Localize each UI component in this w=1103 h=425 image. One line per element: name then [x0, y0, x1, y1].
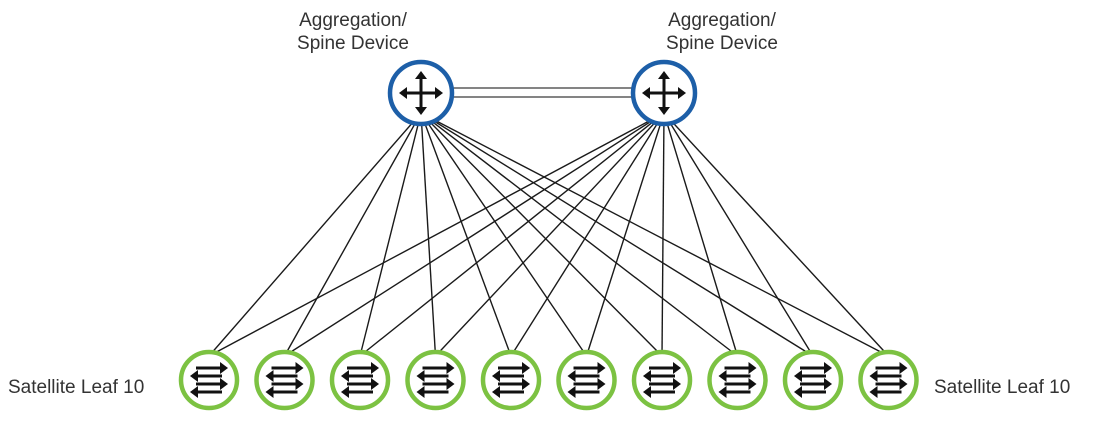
spine-interconnect-link: [451, 87, 634, 98]
uplink-leaf-5-spine-1: [420, 112, 512, 357]
spine-label-left-line2: Spine Device: [297, 33, 409, 54]
switch-arrows-icon: [718, 362, 757, 398]
uplink-leaf-8-spine-1: [420, 112, 738, 357]
spine-label-right-line2: Spine Device: [666, 33, 778, 54]
uplink-leaf-6-spine-1: [420, 112, 588, 357]
uplink-leaf-9-spine-2: [663, 112, 814, 357]
satellite-leaf-5: [480, 349, 542, 411]
satellite-leaf-6: [556, 349, 617, 411]
spine-label-right-line1: Aggregation/: [668, 10, 776, 31]
uplink-leaf-3-spine-2: [359, 112, 665, 357]
spine-label-left: Aggregation/ Spine Device: [253, 9, 453, 55]
uplink-leaf-6-spine-2: [585, 112, 665, 357]
satellite-leaf-4: [405, 349, 466, 411]
uplink-leaf-8-spine-2: [663, 112, 739, 357]
uplink-leaf-7-spine-1: [420, 112, 663, 357]
satellite-leaf-10: [858, 349, 919, 411]
satellite-leaf-2: [254, 349, 315, 411]
spine-device-1: [387, 59, 455, 127]
spine-label-left-line1: Aggregation/: [299, 10, 407, 31]
switch-arrows-icon: [869, 362, 908, 398]
spine-label-right: Aggregation/ Spine Device: [622, 9, 822, 55]
switch-arrows-icon: [492, 362, 530, 398]
switch-arrows-icon: [190, 362, 228, 398]
uplink-leaf-4-spine-2: [434, 112, 665, 357]
satellite-leaf-8: [707, 349, 768, 411]
spine-device-2: [630, 59, 698, 127]
leaf-ring: [556, 349, 617, 411]
leaf-label-right: Satellite Leaf 10: [934, 377, 1071, 398]
leaf-ring: [707, 349, 768, 411]
switch-arrows-icon: [794, 362, 832, 398]
router-arrows-icon: [399, 71, 443, 115]
leaf-ring: [782, 349, 844, 411]
satellite-leaf-9: [782, 349, 844, 411]
leaf-ring: [178, 349, 240, 411]
leaf-ring: [480, 349, 542, 411]
leaf-ring: [405, 349, 466, 411]
uplink-leaf-9-spine-1: [420, 112, 814, 357]
switch-arrows-icon: [416, 362, 455, 398]
satellite-leaf-1: [178, 349, 240, 411]
switch-arrows-icon: [643, 362, 681, 398]
uplink-leaf-2-spine-2: [284, 112, 665, 357]
switch-arrows-icon: [341, 362, 379, 398]
uplink-leaf-4-spine-1: [420, 112, 437, 357]
router-arrows-icon: [642, 71, 686, 115]
leaf-ring: [254, 349, 315, 411]
uplink-leaf-1-spine-1: [208, 112, 422, 357]
uplink-leaf-5-spine-2: [510, 112, 665, 357]
uplink-leaf-10-spine-1: [420, 112, 889, 357]
leaf-ring: [858, 349, 919, 411]
satellite-leaf-7: [631, 349, 693, 411]
uplink-leaf-1-spine-2: [208, 112, 665, 357]
leaf-label-left: Satellite Leaf 10: [8, 377, 145, 398]
leaf-ring: [631, 349, 693, 411]
uplink-leaf-10-spine-2: [663, 112, 890, 357]
switch-arrows-icon: [265, 362, 304, 398]
leaf-ring: [329, 349, 391, 411]
satellite-leaf-3: [329, 349, 391, 411]
uplink-leaf-7-spine-2: [661, 112, 665, 357]
switch-arrows-icon: [567, 362, 606, 398]
uplink-leaf-3-spine-1: [359, 112, 422, 357]
uplink-leaf-2-spine-1: [283, 112, 422, 357]
